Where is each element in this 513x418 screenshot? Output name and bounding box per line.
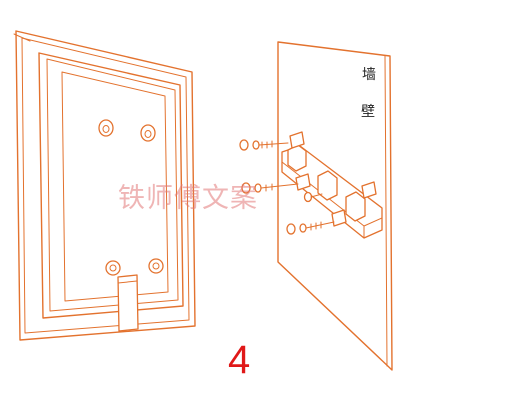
- screw-3: [286, 221, 335, 235]
- screw-1: [239, 139, 289, 151]
- picture-frame: [13, 30, 196, 341]
- wall-label-char-1: 墙: [362, 67, 376, 83]
- bottom-hanger-right: [148, 258, 164, 274]
- watermark: 铁师傅文案: [118, 183, 258, 214]
- top-hanger-left: [98, 119, 114, 137]
- bracket-tab-1: [289, 131, 305, 149]
- bracket-tab-3: [361, 181, 377, 199]
- bottom-hanger-left: [105, 260, 121, 276]
- wall-label-char-2: 壁: [361, 104, 375, 120]
- step-number: 4: [228, 338, 251, 382]
- bracket-tab-2: [295, 173, 311, 191]
- top-hanger-right: [140, 124, 156, 142]
- mounting-bracket: [281, 131, 383, 239]
- frame-inner-border: [38, 52, 184, 319]
- bracket-clip-1: [287, 144, 307, 172]
- screw-4: [303, 191, 323, 203]
- frame-backing-board: [61, 71, 169, 302]
- frame-inner-bevel: [46, 58, 179, 312]
- bracket-clip-3: [345, 191, 366, 222]
- frame-outer-edge: [15, 30, 196, 341]
- easel-stand-tab: [117, 274, 139, 332]
- frame-outer-rim: [21, 37, 190, 334]
- screw-2: [241, 182, 299, 194]
- bracket-clip-2: [317, 170, 338, 201]
